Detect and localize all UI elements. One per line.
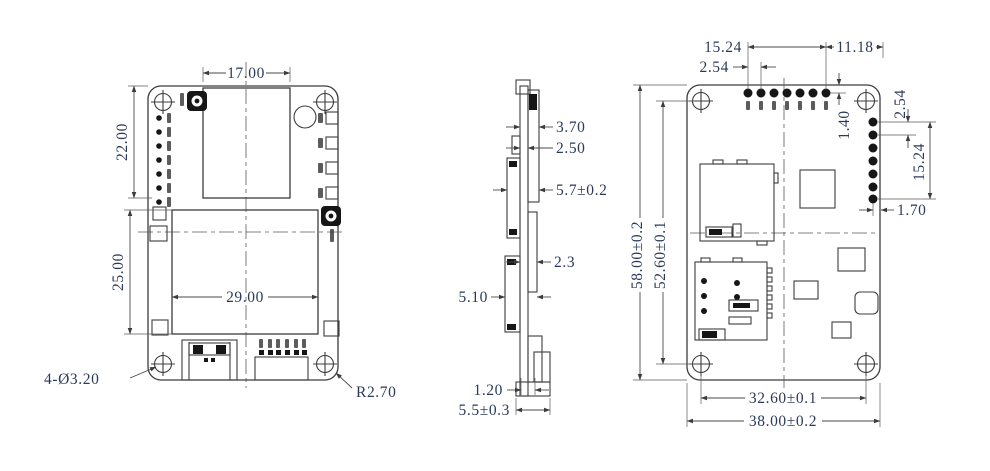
board-outline	[147, 85, 339, 381]
dim-top-row-to-edge: 11.18	[825, 39, 884, 58]
dim-bottom-offset: 1.20	[473, 378, 549, 399]
sd-card-slot	[699, 159, 779, 246]
top-pin-row	[743, 88, 831, 110]
svg-text:1.70: 1.70	[897, 202, 927, 219]
edge-pad	[152, 206, 167, 221]
svg-text:1.20: 1.20	[473, 382, 503, 399]
mounting-hole-icon	[151, 90, 175, 114]
svg-text:15.24: 15.24	[911, 143, 928, 181]
dim-mid-component-thickness: 2.3	[506, 254, 575, 271]
svg-text:17.00: 17.00	[227, 65, 265, 82]
side-view: 3.70 2.50 5.7±0.2 2.3 5.10	[458, 79, 607, 419]
svg-text:11.18: 11.18	[836, 39, 873, 56]
dim-top-component-thickness: 3.70	[506, 119, 586, 136]
svg-text:R2.70: R2.70	[356, 384, 396, 401]
dim-side-col-inset: 1.70	[859, 202, 927, 219]
ic-component	[799, 169, 836, 209]
edge-pad	[151, 319, 169, 336]
ipex-antenna-connector-icon	[180, 91, 207, 111]
svg-text:1.40: 1.40	[836, 110, 853, 140]
dim-top-pin-pitch: 2.54	[699, 59, 776, 90]
svg-text:29.00: 29.00	[226, 289, 264, 306]
svg-text:25.00: 25.00	[110, 253, 127, 291]
svg-text:22.00: 22.00	[114, 123, 131, 161]
svg-text:5.7±0.2: 5.7±0.2	[556, 182, 607, 199]
dim-pcb-thickness: 2.50	[506, 140, 586, 157]
sim-card-slot	[694, 257, 773, 341]
dim-mid-stack-height: 5.10	[458, 289, 551, 306]
dim-bottom-stack-height: 5.5±0.3	[459, 398, 551, 419]
svg-text:58.00±0.2: 58.00±0.2	[629, 221, 646, 289]
note-corner-radius: R2.70	[335, 372, 396, 401]
dim-top-stack-height: 5.7±0.2	[493, 182, 607, 199]
dim-top-pin-row-span: 15.24	[704, 39, 827, 90]
svg-text:52.60±0.1: 52.60±0.1	[652, 221, 669, 289]
dim-side-pin-pitch: 2.54	[878, 89, 936, 148]
dim-board-height: 58.00±0.2	[629, 84, 687, 381]
svg-text:32.60±0.1: 32.60±0.1	[749, 390, 817, 407]
gps-ant-label-mark	[330, 229, 334, 242]
usb-connector	[181, 339, 238, 381]
note-mounting-holes: 4-Ø3.20	[44, 366, 157, 388]
svg-text:5.10: 5.10	[458, 289, 488, 306]
svg-text:2.50: 2.50	[556, 140, 586, 157]
dim-shield-width: 17.00	[202, 65, 291, 82]
svg-text:15.24: 15.24	[704, 39, 742, 56]
mounting-hole-icon	[151, 352, 175, 376]
mounting-hole-icon	[313, 352, 337, 376]
dim-top-row-inset: 1.40	[830, 73, 853, 140]
dim-main-shield-width: 29.00	[171, 289, 319, 306]
dim-upper-height: 22.00	[114, 85, 152, 199]
rf-shield-main	[171, 209, 319, 335]
svg-text:5.5±0.3: 5.5±0.3	[459, 402, 510, 419]
ic-component	[831, 321, 852, 339]
ic-component	[837, 247, 866, 272]
svg-text:2.3: 2.3	[554, 254, 575, 271]
left-pad-column	[156, 113, 171, 207]
dim-side-pin-span: 15.24	[878, 121, 936, 200]
dim-hole-span-vertical: 52.60±0.1	[652, 100, 694, 365]
mounting-hole-icon	[313, 90, 337, 114]
mounting-hole-icon	[854, 89, 878, 113]
back-view: 15.24 2.54 11.18 1.40 2.5	[629, 39, 936, 430]
led-pad-column	[318, 111, 339, 200]
ic-component	[793, 280, 819, 300]
front-view: 17.00 22.00 25.00 29.00 4-Ø3.20 R2.70	[44, 62, 396, 401]
ic-component	[854, 291, 879, 315]
edge-pad	[149, 225, 168, 242]
board-outline	[686, 84, 881, 381]
svg-text:3.70: 3.70	[556, 119, 586, 136]
dim-hole-span-horizontal: 32.60±0.1	[700, 373, 867, 407]
mounting-hole-icon	[854, 352, 878, 376]
ant-label-mark	[180, 93, 184, 106]
svg-text:4-Ø3.20: 4-Ø3.20	[44, 371, 99, 388]
svg-text:38.00±0.2: 38.00±0.2	[749, 413, 817, 430]
svg-text:2.54: 2.54	[699, 59, 729, 76]
dim-board-width: 38.00±0.2	[686, 383, 881, 430]
rf-shield-top	[202, 87, 291, 199]
edge-pad	[323, 320, 340, 337]
gps-ipex-antenna-connector-icon	[321, 206, 341, 242]
dim-lower-height: 25.00	[110, 209, 172, 335]
round-component	[293, 105, 317, 129]
side-pin-column	[868, 117, 878, 204]
pin-header-connector	[254, 339, 309, 381]
svg-text:2.54: 2.54	[892, 89, 909, 119]
